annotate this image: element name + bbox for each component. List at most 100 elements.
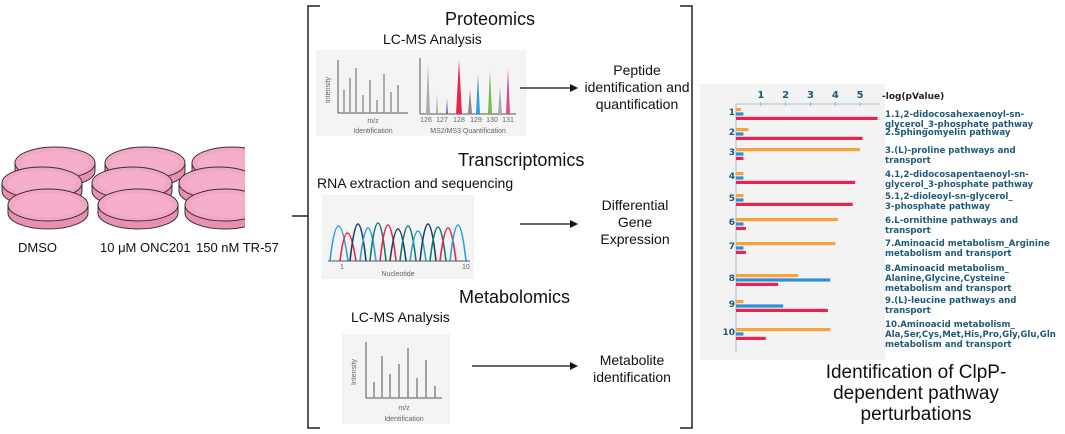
metabolomics-arrow — [472, 362, 578, 370]
bar-10-series-3 — [736, 336, 766, 340]
transcriptomics-output-line-2: Gene — [617, 214, 653, 230]
transcriptomics-output-line-3: Expression — [600, 231, 670, 247]
tick-128: 128 — [453, 117, 465, 124]
metabolomics-intensity-label: Intensity — [351, 358, 358, 385]
x-tick-label: 5 — [857, 90, 864, 101]
proteomics-output-line-3: quantification — [595, 96, 679, 112]
transcriptomics-output: Differential Gene Expression — [580, 197, 690, 248]
category-label-8: 8 — [728, 274, 735, 284]
chromatogram-axis-label: Nucleotide — [381, 271, 414, 278]
pathway-label-8: 8.Aminoacid metabolism_ Alanine,Glycine,… — [885, 264, 1012, 294]
proteomics-title: Proteomics — [445, 9, 536, 29]
proteomics-id-caption: Identification — [353, 128, 392, 135]
result-caption-line-2: dependent pathway — [833, 383, 999, 404]
pathway-label-7: 7.Aminoacid metabolism_Arginine metaboli… — [885, 239, 1050, 259]
proteomics-spectra-panel: Intensity m/z Identification 126 127 128… — [316, 50, 526, 136]
bar-1-series-3 — [736, 116, 878, 120]
bar-5-series-3 — [736, 202, 853, 206]
proteomics-intensity-label: Intensity — [325, 76, 332, 103]
bar-5-series-2 — [736, 198, 744, 202]
metabolomics-caption: Identification — [384, 416, 423, 423]
x-tick-label: 2 — [782, 90, 789, 101]
proteomics-output-line-1: Peptide — [613, 62, 661, 78]
bar-9-series-1 — [736, 300, 744, 304]
pathway-label-6: 6.L-ornithine pathways and transport — [885, 216, 1019, 236]
bar-9-series-3 — [736, 308, 828, 312]
proteomics-analysis-title: LC-MS Analysis — [383, 31, 482, 47]
pathway-bar-chart: 1 2 3 4 5 — [700, 84, 885, 360]
proteomics-id-peaks — [343, 68, 399, 113]
metabolomics-mz-label: m/z — [398, 405, 410, 412]
bar-7-series-2 — [736, 246, 744, 250]
category-label-1: 1 — [728, 108, 735, 118]
tick-126: 126 — [420, 117, 432, 124]
bar-1-series-1 — [736, 108, 741, 112]
pathway-label-10: 10.Aminoacid metabolism_ Ala,Ser,Cys,Met… — [885, 320, 1056, 350]
proteomics-output: Peptide identification and quantificatio… — [578, 62, 696, 113]
bar-8-series-3 — [736, 282, 779, 286]
bar-6-series-1 — [736, 218, 838, 222]
transcriptomics-sub-title: RNA extraction and sequencing — [317, 175, 514, 191]
x-tick-label: 1 — [757, 90, 764, 101]
condition-dmso-label: DMSO — [18, 240, 57, 255]
bar-10-series-2 — [736, 332, 744, 336]
metabolomics-output-line-2: identification — [593, 369, 671, 385]
bar-2-series-2 — [736, 132, 744, 136]
metabolomics-analysis-title: LC-MS Analysis — [351, 309, 450, 325]
category-label-10: 10 — [722, 328, 735, 338]
bar-3-series-1 — [736, 148, 861, 152]
pathway-label-4: 4.1,2-didocosapentaenoyl-sn- glycerol_3-… — [885, 170, 1034, 190]
condition-tr57-label: 150 nM TR-57 — [196, 240, 279, 255]
pathway-label-9: 9.(L)-leucine pathways and transport — [885, 296, 1017, 316]
petri-dishes-graphic — [1, 146, 245, 230]
result-caption-line-1: Identification of ClpP- — [825, 362, 1007, 383]
condition-onc201-label: 10 μM ONC201 — [100, 240, 191, 255]
metabolomics-output: Metabolite identification — [580, 352, 684, 386]
bar-6-series-2 — [736, 222, 744, 226]
metabolomics-peaks — [373, 348, 436, 398]
chromatogram-tick-end: 10 — [462, 264, 470, 271]
tick-127: 127 — [436, 117, 448, 124]
bar-2-series-3 — [736, 136, 863, 140]
chromatogram-panel: 1 10 Nucleotide — [322, 195, 474, 279]
pathway-label-2: 2.Sphingomyelin pathway — [885, 128, 1011, 138]
workflow-bracket — [292, 5, 693, 429]
result-caption: Identification of ClpP- dependent pathwa… — [786, 362, 1046, 425]
bar-9-series-2 — [736, 304, 784, 308]
category-label-2: 2 — [728, 128, 735, 138]
bar-2-series-1 — [736, 128, 749, 132]
proteomics-quant-caption: MS2/MS3 Quantification — [430, 128, 506, 135]
tick-130: 130 — [486, 117, 498, 124]
bar-5-series-1 — [736, 194, 744, 198]
bar-7-series-3 — [736, 250, 746, 254]
bar-10-series-1 — [736, 328, 831, 332]
bar-7-series-1 — [736, 242, 836, 246]
chart-title: -log(pValue) — [882, 92, 945, 102]
x-tick-label: 4 — [832, 90, 839, 101]
category-label-9: 9 — [728, 300, 735, 310]
metabolomics-title: Metabolomics — [459, 287, 571, 307]
proteomics-arrow — [520, 84, 578, 92]
chromatogram-tick-start: 1 — [340, 264, 344, 271]
bar-6-series-3 — [736, 226, 746, 230]
bar-4-series-3 — [736, 180, 856, 184]
metabolomics-spectrum-panel: Intensity m/z Identification — [342, 334, 450, 424]
bar-3-series-3 — [736, 156, 744, 160]
category-label-5: 5 — [728, 194, 735, 204]
bar-1-series-2 — [736, 112, 744, 116]
proteomics-output-line-2: identification and — [584, 79, 690, 95]
transcriptomics-title: Transcriptomics — [458, 150, 585, 170]
pathway-label-3: 3.(L)-proline pathways and transport — [885, 146, 1016, 166]
bar-8-series-1 — [736, 274, 799, 278]
bar-3-series-2 — [736, 152, 744, 156]
result-caption-line-3: perturbations — [860, 404, 972, 425]
x-tick-label: 3 — [807, 90, 814, 101]
bar-8-series-2 — [736, 278, 831, 282]
category-label-7: 7 — [728, 242, 735, 252]
bar-4-series-1 — [736, 172, 744, 176]
metabolomics-output-line-1: Metabolite — [599, 352, 665, 368]
transcriptomics-arrow — [520, 220, 578, 228]
pathway-label-1: 1.1,2-didocosahexaenoyl-sn- glycerol_3-p… — [885, 110, 1034, 130]
proteomics-mz-label: m/z — [367, 118, 379, 125]
bar-4-series-2 — [736, 176, 744, 180]
